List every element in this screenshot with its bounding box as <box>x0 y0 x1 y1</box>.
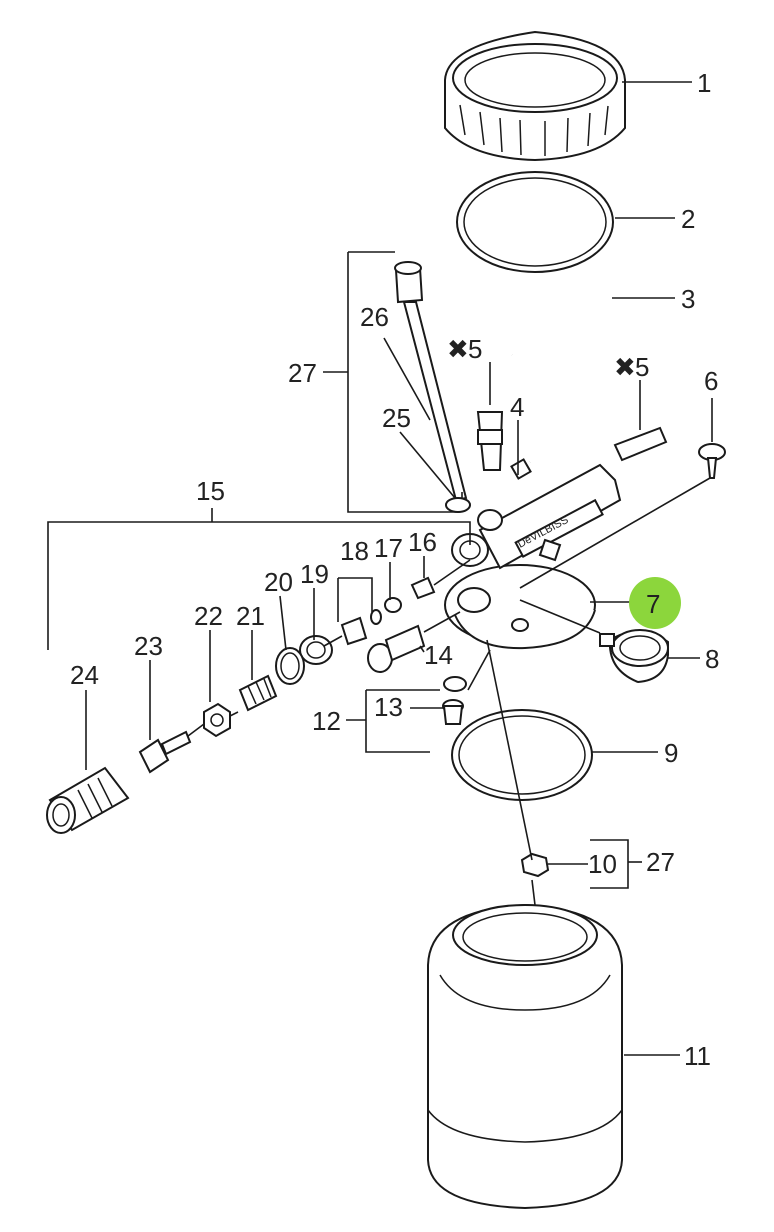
part-22-nut <box>203 702 231 738</box>
part-25-washer <box>445 497 471 513</box>
callout-12: 12 <box>312 706 341 736</box>
callout-11: 11 <box>684 1041 711 1071</box>
callout-26: 26 <box>360 302 389 332</box>
callout-16: 16 <box>408 527 437 557</box>
part-1-retaining-ring <box>444 30 626 162</box>
callout-5b: 5 <box>635 352 649 382</box>
callout-27b: 27 <box>646 847 675 877</box>
callout-8: 8 <box>705 644 719 674</box>
callout-23: 23 <box>134 631 163 661</box>
callout-2: 2 <box>681 204 695 234</box>
callout-19: 19 <box>300 559 329 589</box>
callout-7: 7 <box>646 589 660 619</box>
callout-labels: 1 2 3 4 ✖ 5 ✖ 5 6 7 8 9 10 27 11 12 13 1… <box>70 68 719 1071</box>
part-10-nut <box>520 852 550 878</box>
part-11-cup <box>427 903 623 1210</box>
cross-mark-b: ✖ <box>614 352 636 382</box>
callout-27a: 27 <box>288 358 317 388</box>
callout-3: 3 <box>681 284 695 314</box>
part-14-relief-valve <box>367 624 426 673</box>
part-18-valve <box>340 609 382 646</box>
callout-14: 14 <box>424 640 453 670</box>
callout-9: 9 <box>664 738 678 768</box>
part-9-gasket <box>451 709 593 801</box>
cross-mark-a: ✖ <box>447 334 469 364</box>
callout-1: 1 <box>697 68 711 98</box>
callout-13: 13 <box>374 692 403 722</box>
part-21-spring <box>238 674 278 712</box>
part-12-plug <box>442 699 464 725</box>
assembly-guide-lines <box>187 477 711 906</box>
callout-5a: 5 <box>468 334 482 364</box>
callout-17: 17 <box>374 533 403 563</box>
callout-25: 25 <box>382 403 411 433</box>
part-17-o-ring <box>384 597 402 613</box>
callout-21: 21 <box>236 601 265 631</box>
part-24-regulator-knob <box>46 766 130 834</box>
callout-10: 10 <box>588 849 617 879</box>
callout-6: 6 <box>704 366 718 396</box>
part-26-fluid-tube <box>394 261 468 502</box>
part-2-gasket <box>456 171 614 273</box>
part-13-o-ring <box>443 676 467 692</box>
part-3-tube <box>502 275 611 464</box>
callout-24: 24 <box>70 660 99 690</box>
part-19-diaphragm <box>299 635 333 665</box>
callout-22: 22 <box>194 601 223 631</box>
part-23-adjusting-screw <box>138 730 192 774</box>
highlight-marker <box>629 577 681 629</box>
part-5-fitting-center <box>476 411 504 471</box>
callout-18: 18 <box>340 536 369 566</box>
part-6-screw <box>698 443 726 479</box>
callout-4: 4 <box>510 392 524 422</box>
callout-leaders <box>47 81 713 1056</box>
part-20-ring <box>275 647 305 685</box>
part-16-spring <box>410 576 436 600</box>
part-4-nut <box>510 458 532 480</box>
part-5-fitting-right <box>613 426 668 462</box>
callout-20: 20 <box>264 567 293 597</box>
part-7-lid-body: DeVILBISS <box>444 463 622 650</box>
part-8-pressure-gauge <box>599 629 669 684</box>
callout-15: 15 <box>196 476 225 506</box>
